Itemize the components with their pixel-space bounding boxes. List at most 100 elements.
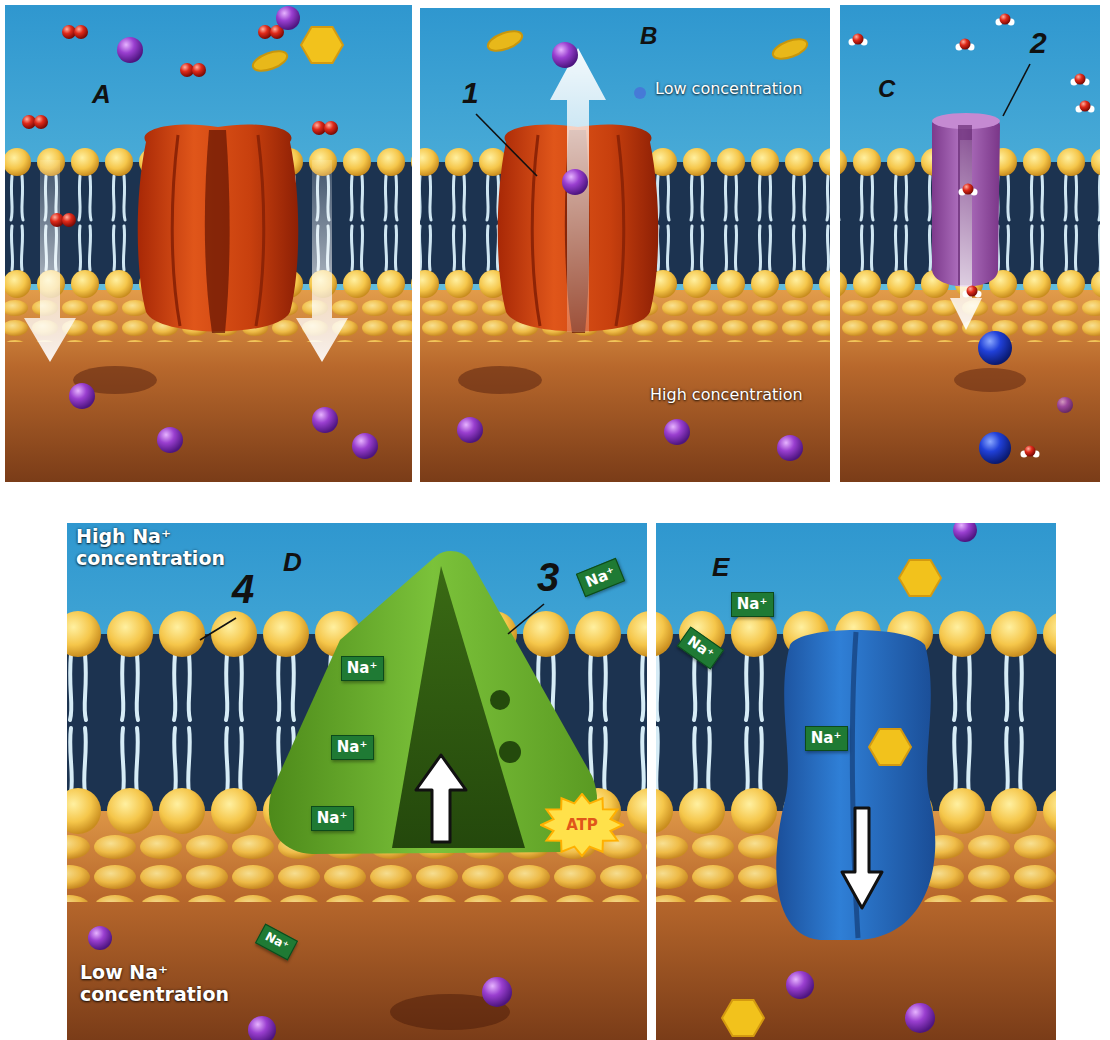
panel-b-illustration-part: [777, 435, 803, 461]
callout-number: 4: [232, 567, 254, 611]
panel-a-illustration-part: [352, 433, 378, 459]
panel-a-illustration-part: [258, 25, 284, 39]
ion-text: Na⁺: [684, 633, 716, 662]
panel-b-illustration-part: [485, 27, 524, 54]
panel-c-illustration-part: [996, 14, 1015, 26]
sodium-ion: Na⁺: [676, 626, 723, 669]
transport-panel: C: [840, 5, 1100, 482]
panel-b-illustration-part: [552, 42, 578, 68]
panel-b-illustration-part: [457, 417, 483, 443]
ion-text: Na⁺: [811, 730, 842, 747]
panel-e-illustration-part: [776, 630, 935, 940]
panel-letter: A: [92, 80, 111, 110]
panel-c-illustration-part: [956, 39, 975, 51]
panel-c-illustration-part: [979, 432, 1011, 464]
panel-b-illustration-part: [634, 87, 646, 99]
concentration-label: Low Na⁺ concentration: [80, 962, 258, 1006]
callout-number: 1: [462, 76, 479, 109]
panel-a-illustration: [5, 5, 412, 482]
panel-c-illustration-part: [963, 286, 982, 298]
panel-a-illustration-part: [69, 383, 95, 409]
atp-burst: ATP: [540, 793, 624, 857]
panel-letter: C: [878, 75, 895, 103]
panel-d-illustration-part: [248, 1016, 276, 1040]
panel-a-illustration-part: [5, 5, 412, 482]
panel-c-illustration-part: [950, 140, 982, 330]
callout-number: 2: [1030, 26, 1047, 59]
panel-a-illustration-part: [138, 124, 299, 333]
panel-b-illustration-part: [562, 169, 588, 195]
ion-text: Na⁺: [317, 810, 348, 827]
concentration-label: Low concentration: [655, 80, 802, 98]
panel-a-illustration-part: [117, 37, 143, 63]
panel-d-illustration-part: [88, 926, 112, 950]
ion-text: Na⁺: [737, 596, 768, 613]
sodium-ion: Na⁺: [731, 592, 774, 617]
panel-a-illustration-part: [296, 160, 348, 362]
panel-letter: E: [712, 553, 729, 583]
panel-c-illustration-part: [1021, 446, 1040, 458]
concentration-label: High Na⁺ concentration: [76, 526, 254, 570]
panel-d-illustration-part: [392, 566, 525, 848]
panel-letter: D: [283, 548, 302, 578]
panel-d-illustration-part: [416, 755, 466, 842]
panel-a-illustration-part: [24, 160, 76, 362]
atp-text: ATP: [566, 816, 598, 834]
sodium-ion: Na⁺: [341, 656, 384, 681]
panel-d-illustration-part: [482, 977, 512, 1007]
panel-c-illustration-part: [954, 368, 1026, 392]
panel-e-illustration-part: [899, 560, 941, 596]
ion-text: Na⁺: [262, 930, 290, 953]
sodium-ion: Na⁺: [311, 806, 354, 831]
sodium-ion: Na⁺: [575, 557, 624, 596]
panel-e-illustration-part: [869, 729, 911, 765]
panel-c-illustration-part: [1057, 397, 1073, 413]
ion-text: Na⁺: [583, 564, 618, 591]
concentration-label: High concentration: [650, 386, 803, 404]
burst-outline: [541, 794, 623, 856]
panel-a-illustration-part: [250, 47, 289, 74]
panel-e-illustration-part: [722, 1000, 764, 1036]
transport-panel: D High Na⁺ concentrationLow Na⁺ concentra…: [67, 523, 647, 1040]
panel-c-illustration-part: [849, 34, 868, 46]
panel-d-illustration-part: [67, 523, 647, 1040]
panel-e-illustration-part: [786, 971, 814, 999]
sodium-ion: Na⁺: [255, 924, 298, 961]
panel-a-illustration-part: [301, 27, 343, 63]
leader-lines-part: [508, 604, 544, 634]
panel-a-illustration-part: [312, 121, 338, 135]
panel-c-illustration-part: [959, 184, 978, 196]
panel-e-illustration-part: [953, 523, 977, 542]
panel-e-illustration: [656, 523, 1056, 1040]
panel-e-illustration-part: [656, 523, 1056, 1040]
panel-a-illustration-part: [62, 25, 88, 39]
leader-lines-part: [476, 114, 537, 176]
panel-b-illustration-part: [664, 419, 690, 445]
panel-d-illustration: [67, 523, 647, 1040]
panel-e-illustration-part: [905, 1003, 935, 1033]
panel-a-illustration-part: [276, 6, 300, 30]
panel-e-illustration-part: [842, 808, 882, 908]
panel-b-illustration-part: [420, 8, 830, 482]
transport-panel: A: [5, 5, 412, 482]
sodium-ion: Na⁺: [331, 735, 374, 760]
panel-c-illustration-part: [1076, 101, 1095, 113]
panel-b-illustration: [420, 8, 830, 482]
leader-lines-part: [1003, 64, 1030, 116]
leader-lines: [200, 64, 1030, 640]
panel-a-illustration-part: [180, 63, 206, 77]
panel-a-illustration-part: [157, 427, 183, 453]
sodium-ion: Na⁺: [805, 726, 848, 751]
panel-b-illustration-part: [458, 366, 542, 394]
leader-lines-part: [200, 618, 236, 640]
panel-b-illustration-part: [770, 35, 809, 62]
panel-a-illustration-part: [312, 407, 338, 433]
panel-c-illustration-part: [840, 5, 1100, 482]
panel-letter: B: [640, 22, 657, 50]
panel-c-illustration: [840, 5, 1100, 482]
transport-panel: E Na⁺ Na⁺ Na⁺: [656, 523, 1056, 1040]
panel-a-illustration-part: [22, 115, 48, 129]
panel-d-illustration-part: [499, 741, 521, 763]
